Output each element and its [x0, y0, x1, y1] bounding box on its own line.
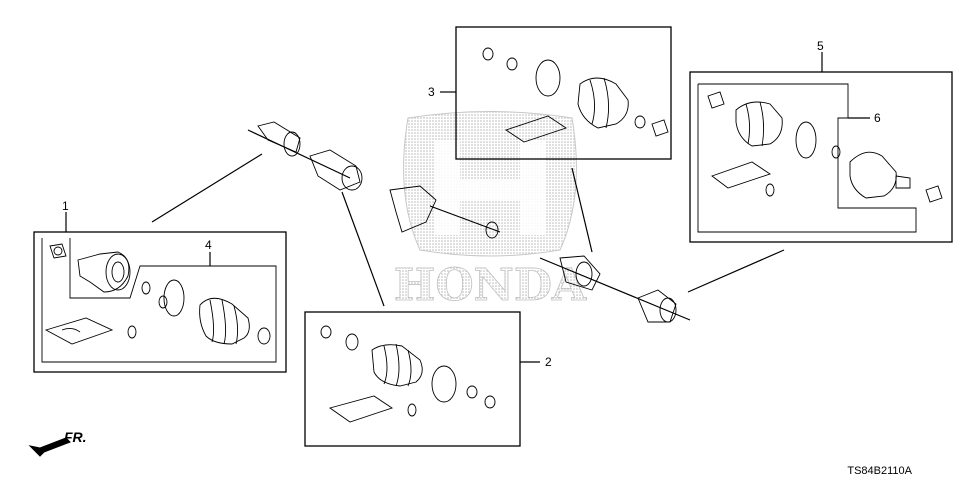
callout-1: 1: [62, 199, 69, 213]
box-5-outline: [689, 71, 953, 243]
callout-5: 5: [817, 39, 824, 53]
callout-3: 3: [428, 85, 435, 99]
box-2-outline: [304, 311, 521, 447]
outer-cv-joint: [49, 243, 131, 293]
box-6-outline: [697, 83, 917, 233]
assembly-box-2: 2: [304, 311, 552, 447]
box-1-outline: [33, 231, 287, 373]
grease-pack: [44, 317, 137, 345]
assembly-box-3: 3: [428, 26, 672, 160]
box-4-outline: [41, 238, 277, 363]
direction-label: FR.: [64, 429, 87, 445]
callout-4: 4: [205, 238, 212, 252]
box-5-parts: [707, 91, 943, 203]
boot-band-set: [141, 279, 185, 317]
leader-lines: [151, 153, 785, 307]
assembly-box-5: 5 6: [689, 39, 953, 243]
assembly-box-1: 1 4: [33, 199, 287, 373]
callout-6: 6: [874, 111, 881, 125]
box-3-outline: [455, 26, 672, 160]
intermediate-shaft: [389, 185, 501, 239]
watermark-text: HONDA: [394, 260, 587, 311]
outer-boot: [199, 297, 271, 345]
callout-2: 2: [545, 355, 552, 369]
honda-watermark: HONDA: [393, 111, 587, 311]
inner-joint-parts: [320, 325, 496, 423]
left-driveshaft: [247, 121, 363, 191]
right-driveshaft: [539, 255, 691, 323]
front-direction-arrow: FR.: [28, 429, 87, 457]
diagram-code: TS84B2110A: [847, 465, 912, 477]
box-3-parts: [482, 47, 669, 143]
